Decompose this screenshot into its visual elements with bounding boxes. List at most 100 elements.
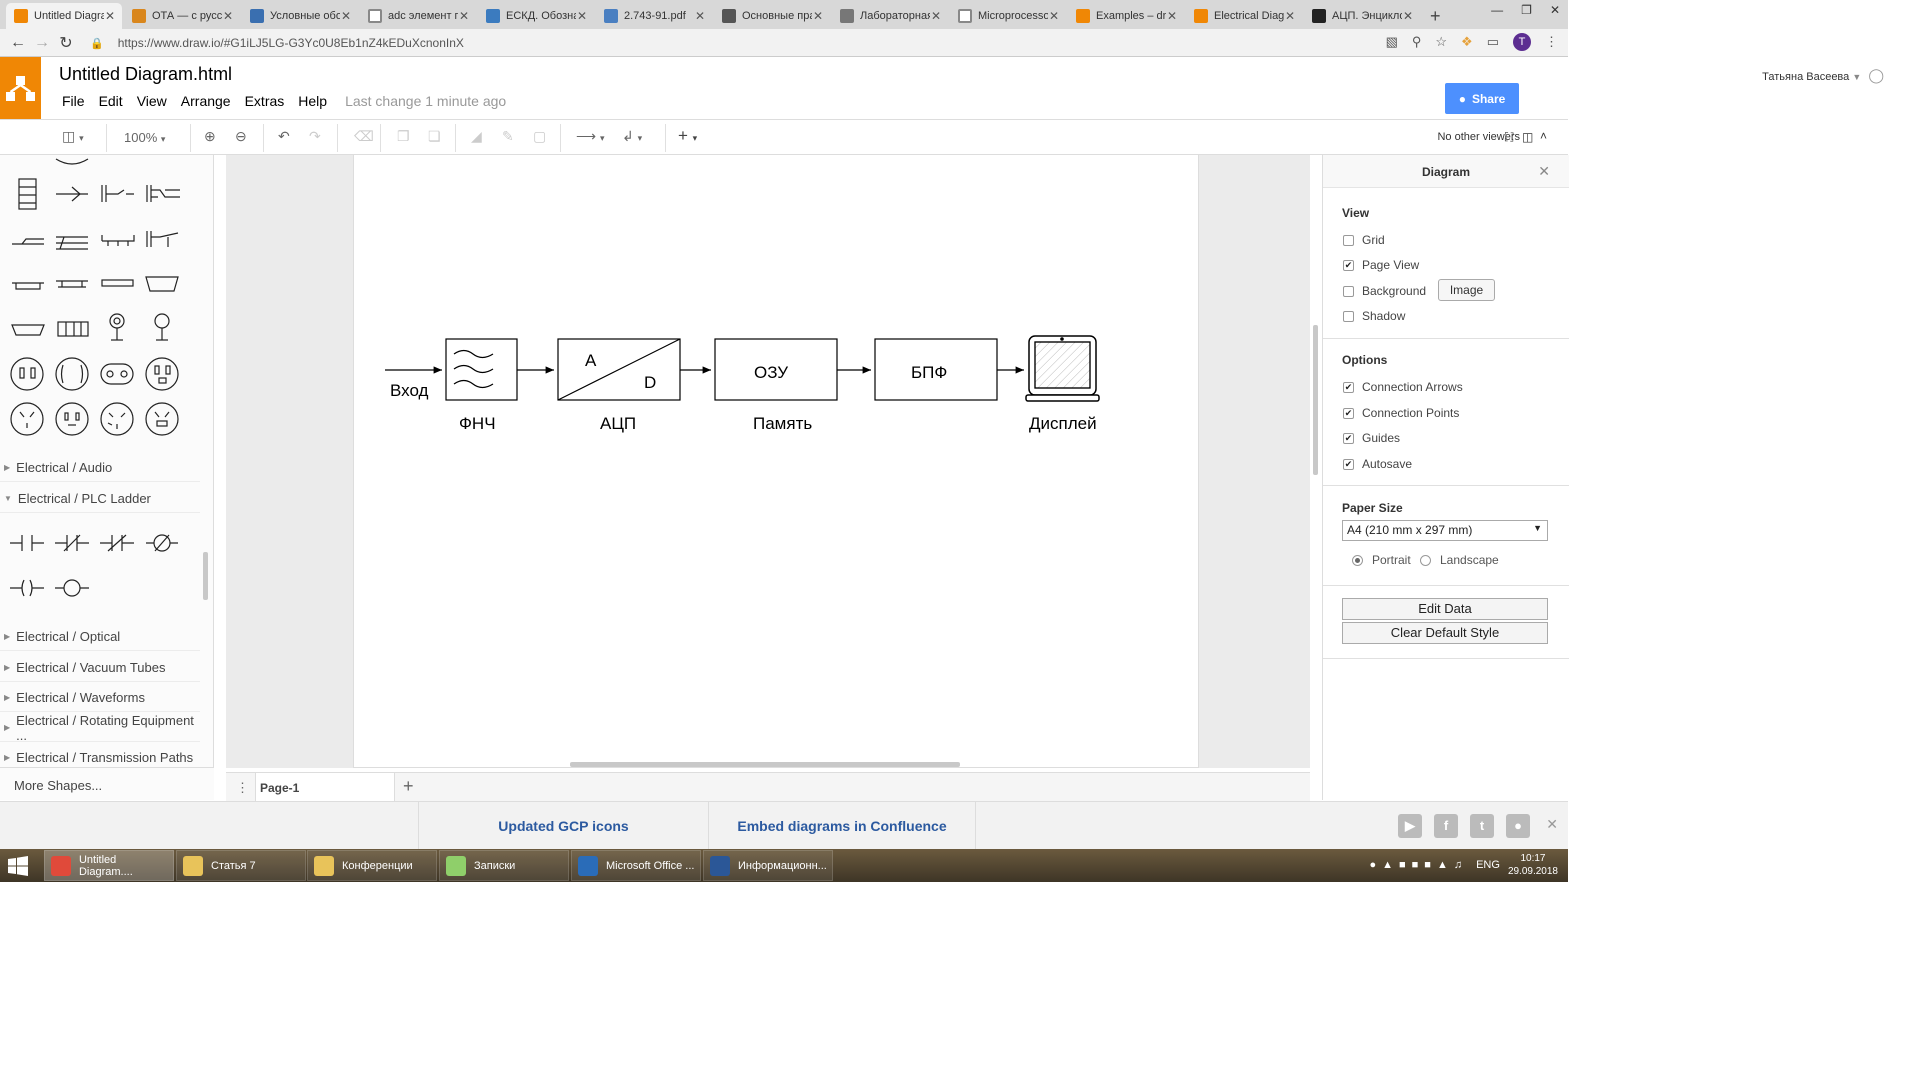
section-electrical-audio[interactable]: ▶ Electrical / Audio [0,454,200,482]
browser-tab[interactable]: Untitled Diagra✕ [6,3,122,29]
tab-close-icon[interactable]: ✕ [1166,9,1178,23]
delete-icon[interactable]: ⌫ [354,128,374,144]
shadow-icon[interactable]: ▢ [533,128,547,144]
browser-tab[interactable]: Основные пра✕ [714,3,830,29]
undo-icon[interactable]: ↶ [278,128,290,144]
background-checkbox[interactable]: Background [1343,284,1426,298]
menu-arrange[interactable]: Arrange [180,93,231,109]
waypoints-icon[interactable]: ↲ ▾ [622,128,643,144]
paper-size-select[interactable]: A4 (210 mm x 297 mm) ▼ [1342,520,1548,541]
browser-tab[interactable]: Examples – dra✕ [1068,3,1184,29]
tab-close-icon[interactable]: ✕ [812,9,824,23]
browser-tab[interactable]: Electrical Diag✕ [1186,3,1302,29]
url-field[interactable]: 🔒 https://www.draw.io/#G1iLJ5LG-G3Yc0U8E… [90,32,1440,54]
section-electrical-vacuum-tubes[interactable]: ▶ Electrical / Vacuum Tubes [0,654,200,682]
autosave-checkbox[interactable]: ✔Autosave [1343,457,1412,471]
portrait-radio[interactable]: Portrait [1352,553,1411,567]
taskbar-item[interactable]: Статья 7 [176,850,306,881]
browser-tab[interactable]: АЦП. Энцикло✕ [1304,3,1420,29]
browser-tab[interactable]: 2.743-91.pdf✕ [596,3,712,29]
guides-checkbox[interactable]: ✔Guides [1343,431,1400,445]
browser-tab[interactable]: adc элемент го✕ [360,3,476,29]
menu-edit[interactable]: Edit [98,93,123,109]
windows-start-icon[interactable] [8,856,28,876]
tab-close-icon[interactable]: ✕ [576,9,588,23]
page-view-checkbox[interactable]: ✔Page View [1343,258,1419,272]
document-title[interactable]: Untitled Diagram.html [59,64,233,84]
tray-icons[interactable]: ●▲■■■▲♫ [1369,859,1469,871]
browser-tab[interactable]: Лабораторная✕ [832,3,948,29]
bookmark-star-icon[interactable]: ☆ [1435,34,1448,49]
github-icon[interactable]: ● [1506,814,1530,838]
restore-button[interactable]: ❐ [1521,3,1532,17]
close-icon[interactable]: ✕ [1546,816,1558,832]
footer-link-gcp-icons[interactable]: Updated GCP icons [418,802,708,850]
tab-close-icon[interactable]: ✕ [694,9,706,23]
to-front-icon[interactable]: ❐ [397,128,410,144]
twitter-icon[interactable]: t [1470,814,1494,838]
zoom-in-icon[interactable]: ⊕ [204,128,216,144]
tab-close-icon[interactable]: ✕ [340,9,352,23]
insert-icon[interactable]: + ▾ [678,126,698,145]
clock[interactable]: 10:17 29.09.2018 [1508,852,1558,878]
menu-extras[interactable]: Extras [244,93,285,109]
browser-tab[interactable]: Условные обо✕ [242,3,358,29]
language-indicator[interactable]: ENG [1476,859,1500,871]
background-image-button[interactable]: Image [1438,279,1495,301]
user-menu[interactable]: Татьяна Васеева ▼ ◯ [1762,67,1884,84]
connection-points-checkbox[interactable]: ✔Connection Points [1343,406,1459,420]
redo-icon[interactable]: ↷ [309,128,321,144]
drawio-logo[interactable] [0,57,41,119]
youtube-icon[interactable]: ▶ [1398,814,1422,838]
extension-doc-icon[interactable]: ▭ [1486,34,1499,49]
diagram-page[interactable]: Вход ФНЧ A D АЦП ОЗУ Память БПФ Дисплей [353,155,1199,768]
connection-arrows-checkbox[interactable]: ✔Connection Arrows [1343,380,1463,394]
panel-scrollbar[interactable] [203,552,208,600]
clear-default-style-button[interactable]: Clear Default Style [1342,622,1548,644]
fullscreen-icon[interactable]: ⛶ [1505,130,1514,144]
pages-menu-icon[interactable]: ⋮ [236,780,249,795]
zoom-select[interactable]: 100% ▾ [124,130,166,145]
footer-link-confluence[interactable]: Embed diagrams in Confluence [708,802,976,850]
browser-tab[interactable]: ЕСКД. Обозна✕ [478,3,594,29]
canvas-horizontal-scrollbar[interactable] [570,762,960,767]
taskbar-item[interactable]: Untitled Diagram.... [44,850,174,881]
shadow-checkbox[interactable]: Shadow [1343,309,1405,323]
edit-data-button[interactable]: Edit Data [1342,598,1548,620]
line-color-icon[interactable]: ✎ [502,128,514,144]
minimize-button[interactable]: — [1491,3,1504,17]
taskbar-item[interactable]: Microsoft Office ... [571,850,701,881]
menu-view[interactable]: View [136,93,167,109]
more-shapes-link[interactable]: More Shapes... [0,767,214,800]
zoom-icon[interactable]: ⚲ [1411,34,1422,49]
zoom-out-icon[interactable]: ⊖ [235,128,247,144]
browser-menu-icon[interactable]: ⋮ [1545,34,1558,49]
format-panel-icon[interactable]: ◫ [1522,130,1534,144]
tab-close-icon[interactable]: ✕ [1284,9,1296,23]
new-tab-button[interactable]: + [1430,6,1441,26]
menu-file[interactable]: File [62,93,85,109]
section-electrical-waveforms[interactable]: ▶ Electrical / Waveforms [0,684,200,712]
share-button[interactable]: ● Share [1445,83,1519,114]
tab-close-icon[interactable]: ✕ [458,9,470,23]
tab-close-icon[interactable]: ✕ [930,9,942,23]
add-page-icon[interactable]: + [403,776,414,796]
last-change-status[interactable]: Last change 1 minute ago [345,93,507,109]
facebook-icon[interactable]: f [1434,814,1458,838]
close-icon[interactable]: ✕ [1538,163,1550,179]
forward-icon[interactable]: → [34,33,50,51]
section-electrical-optical[interactable]: ▶ Electrical / Optical [0,623,200,651]
tab-close-icon[interactable]: ✕ [1048,9,1060,23]
page-tab-page-1[interactable]: Page-1 [255,773,395,802]
reload-icon[interactable]: ↻ [59,34,73,52]
taskbar-item[interactable]: Информационн... [703,850,833,881]
format-panel-toggle-icon[interactable]: ◫ ▾ [62,128,84,144]
close-window-button[interactable]: ✕ [1549,3,1560,17]
landscape-radio[interactable]: Landscape [1420,553,1499,567]
profile-avatar[interactable]: T [1513,33,1531,51]
section-electrical-rotating-equipment[interactable]: ▶ Electrical / Rotating Equipment ... [0,713,200,743]
translate-icon[interactable]: ▧ [1385,34,1398,49]
section-electrical-plc-ladder[interactable]: ▼ Electrical / PLC Ladder [0,485,200,513]
browser-tab[interactable]: ОТА — с русс✕ [124,3,240,29]
diagram-canvas[interactable]: Вход ФНЧ A D АЦП ОЗУ Память БПФ Дисплей [226,155,1310,768]
